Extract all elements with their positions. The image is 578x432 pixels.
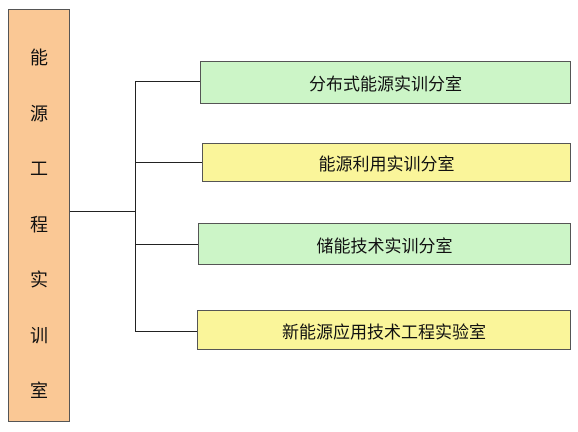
branch-connector-4 [135,331,198,332]
root-node: 能 源 工 程 实 训 室 [8,9,70,422]
branch-node-label: 能源利用实训分室 [318,155,455,175]
root-node-char: 实 [30,270,48,291]
branch-node-energy-storage: 储能技术实训分室 [198,223,571,265]
branch-connector-1 [135,81,201,82]
root-node-char: 程 [30,214,48,236]
root-node-char: 训 [30,325,48,347]
branch-node-label: 新能源应用技术工程实验室 [282,322,486,343]
branch-node-new-energy-lab: 新能源应用技术工程实验室 [197,310,571,350]
branch-node-energy-utilization: 能源利用实训分室 [202,143,571,182]
branch-connector-2 [135,162,203,163]
branch-node-label: 分布式能源实训分室 [309,75,462,95]
root-node-char: 能 [30,48,48,69]
branch-node-distributed-energy: 分布式能源实训分室 [200,61,571,104]
trunk-connector [135,81,136,332]
root-node-char: 室 [30,381,48,402]
branch-node-label: 储能技术实训分室 [316,236,453,257]
root-connector [70,211,136,212]
root-node-char: 工 [30,159,48,180]
branch-connector-3 [135,244,199,245]
root-node-char: 源 [30,103,48,125]
